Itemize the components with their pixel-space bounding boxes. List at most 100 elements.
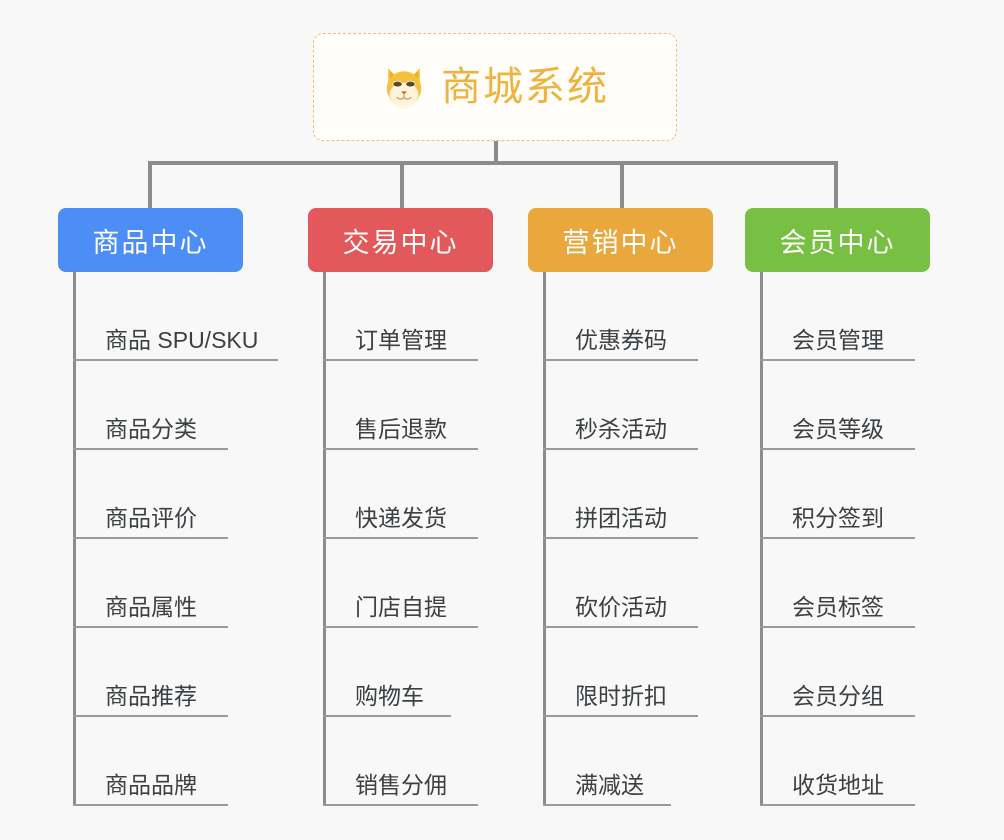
connector-drop-3 [834,161,838,208]
leaf-underline [323,537,478,539]
branch-spine [323,272,326,806]
leaf-underline [543,626,698,628]
category-box-member-center[interactable]: 会员中心 [745,208,930,272]
leaf-underline [323,448,478,450]
root-node[interactable]: 商城系统 [313,33,677,141]
category-label: 营销中心 [562,227,679,258]
branch-column: 交易中心订单管理售后退款快递发货门店自提购物车销售分佣 [308,208,528,806]
leaf-item[interactable]: 会员管理 [760,272,965,361]
leaf-item[interactable]: 商品品牌 [73,717,278,806]
leaf-label: 快递发货 [355,505,447,531]
branch-column: 商品中心商品 SPU/SKU 商品分类商品评价商品属性商品推荐商品品牌 [58,208,278,806]
leaf-list: 商品 SPU/SKU 商品分类商品评价商品属性商品推荐商品品牌 [58,272,278,806]
leaf-item[interactable]: 门店自提 [323,539,528,628]
leaf-item[interactable]: 会员标签 [760,539,965,628]
leaf-label: 满减送 [575,772,644,798]
leaf-item[interactable]: 商品评价 [73,450,278,539]
leaf-underline [323,359,478,361]
leaf-underline [760,448,915,450]
branch-spine [760,272,763,806]
connector-drop-1 [400,161,404,208]
leaf-underline [760,359,915,361]
dog-face-icon [381,64,427,110]
leaf-underline [73,715,228,717]
connector-bus [148,161,836,165]
leaf-underline [323,626,478,628]
leaf-underline [73,537,228,539]
leaf-item[interactable]: 售后退款 [323,361,528,450]
leaf-label: 拼团活动 [575,505,667,531]
leaf-item[interactable]: 会员等级 [760,361,965,450]
connector-root-stem [494,141,498,163]
category-label: 商品中心 [92,227,209,258]
category-box-marketing-center[interactable]: 营销中心 [528,208,713,272]
leaf-item[interactable]: 限时折扣 [543,628,748,717]
leaf-item[interactable]: 收货地址 [760,717,965,806]
leaf-item[interactable]: 商品 SPU/SKU [73,272,278,361]
leaf-underline [543,537,698,539]
leaf-underline [323,715,451,717]
leaf-label: 优惠券码 [575,327,667,353]
leaf-item[interactable]: 快递发货 [323,450,528,539]
leaf-item[interactable]: 拼团活动 [543,450,748,539]
connector-drop-0 [148,161,152,208]
leaf-label: 商品 SPU/SKU [105,327,259,353]
leaf-label: 会员分组 [792,683,884,709]
leaf-underline [760,804,915,806]
leaf-label: 销售分佣 [355,772,447,798]
category-box-trade-center[interactable]: 交易中心 [308,208,493,272]
leaf-underline [73,359,278,361]
leaf-item[interactable]: 满减送 [543,717,748,806]
category-box-product-center[interactable]: 商品中心 [58,208,243,272]
leaf-label: 会员标签 [792,594,884,620]
leaf-underline [760,626,915,628]
leaf-label: 商品评价 [105,505,197,531]
leaf-item[interactable]: 积分签到 [760,450,965,539]
leaf-label: 会员管理 [792,327,884,353]
branch-column: 营销中心优惠券码秒杀活动拼团活动砍价活动限时折扣满减送 [528,208,748,806]
leaf-item[interactable]: 会员分组 [760,628,965,717]
leaf-label: 门店自提 [355,594,447,620]
leaf-item[interactable]: 商品属性 [73,539,278,628]
leaf-underline [760,715,915,717]
leaf-item[interactable]: 砍价活动 [543,539,748,628]
leaf-label: 会员等级 [792,416,884,442]
leaf-list: 会员管理会员等级积分签到会员标签会员分组收货地址 [745,272,965,806]
root-title: 商城系统 [441,65,609,109]
leaf-label: 收货地址 [792,772,884,798]
leaf-list: 优惠券码秒杀活动拼团活动砍价活动限时折扣满减送 [528,272,748,806]
leaf-label: 商品推荐 [105,683,197,709]
branch-spine [73,272,76,806]
leaf-label: 商品分类 [105,416,197,442]
leaf-label: 订单管理 [355,327,447,353]
leaf-item[interactable]: 优惠券码 [543,272,748,361]
leaf-underline [543,359,698,361]
leaf-item[interactable]: 秒杀活动 [543,361,748,450]
leaf-underline [73,448,228,450]
leaf-label: 砍价活动 [575,594,667,620]
leaf-item[interactable]: 商品推荐 [73,628,278,717]
leaf-item[interactable]: 商品分类 [73,361,278,450]
leaf-label: 商品属性 [105,594,197,620]
leaf-label: 秒杀活动 [575,416,667,442]
branch-column: 会员中心会员管理会员等级积分签到会员标签会员分组收货地址 [745,208,965,806]
category-label: 会员中心 [779,227,896,258]
leaf-item[interactable]: 销售分佣 [323,717,528,806]
branch-spine [543,272,546,806]
leaf-underline [73,804,228,806]
leaf-label: 商品品牌 [105,772,197,798]
leaf-label: 购物车 [355,683,424,709]
leaf-label: 限时折扣 [575,683,667,709]
leaf-underline [760,537,915,539]
leaf-underline [73,626,228,628]
connector-drop-2 [620,161,624,208]
leaf-label: 售后退款 [355,416,447,442]
leaf-underline [323,804,478,806]
leaf-underline [543,804,671,806]
category-label: 交易中心 [342,227,459,258]
leaf-label: 积分签到 [792,505,884,531]
leaf-underline [543,448,698,450]
leaf-item[interactable]: 订单管理 [323,272,528,361]
leaf-item[interactable]: 购物车 [323,628,528,717]
